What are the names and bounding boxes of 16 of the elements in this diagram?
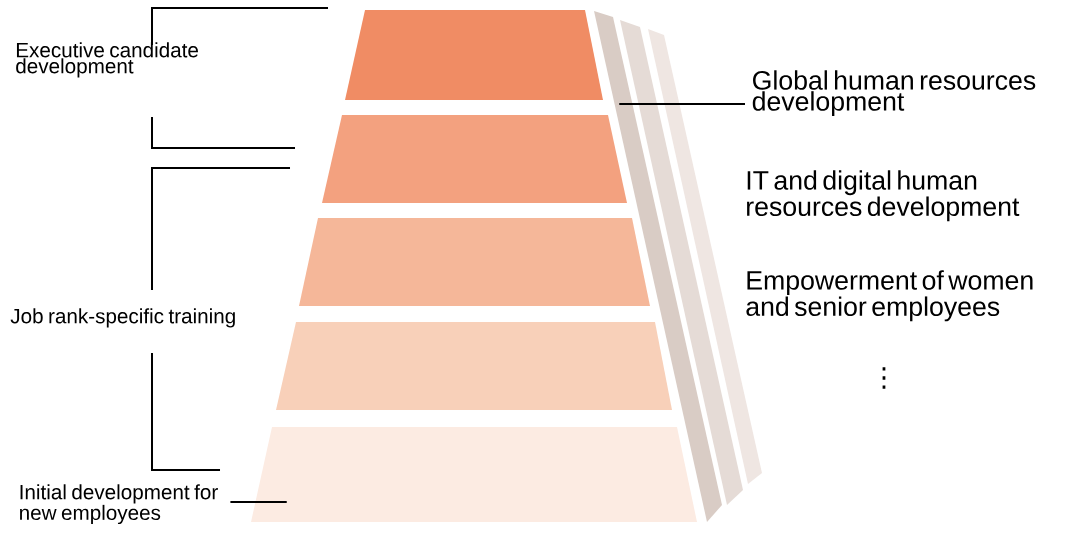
text-label: Global human resources development — [752, 70, 1036, 117]
band — [594, 11, 722, 522]
pyramid-tier — [276, 322, 672, 410]
pyramid-tier — [345, 10, 603, 100]
text-label: Job rank-specific training — [10, 308, 235, 328]
ellipsis: ⋮ — [882, 367, 886, 389]
text-label: Empowerment of women and senior employees — [746, 270, 1033, 322]
pyramid-tier — [322, 115, 627, 203]
pyramid-tier — [299, 218, 650, 306]
band — [620, 20, 743, 505]
text-label: Executive candidate development — [16, 42, 198, 78]
leader-line — [229, 501, 288, 503]
text-label: IT and digital human resources development — [747, 170, 1020, 222]
text-label: Initial development for new employees — [20, 484, 218, 525]
leader-line — [618, 103, 746, 105]
pyramid-tier — [251, 427, 697, 522]
